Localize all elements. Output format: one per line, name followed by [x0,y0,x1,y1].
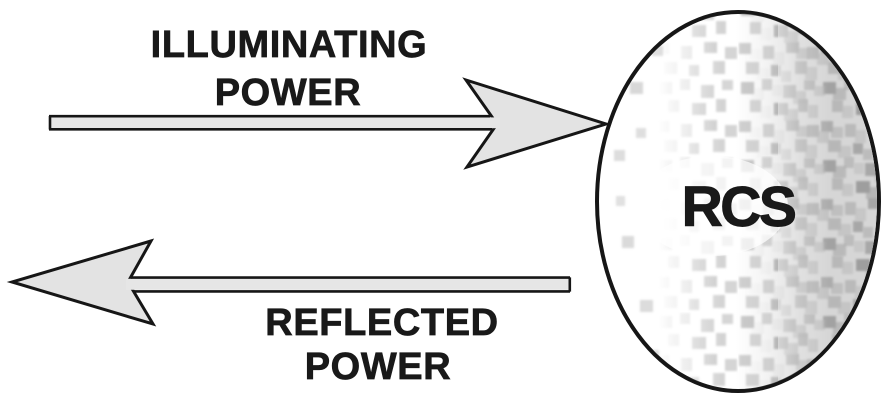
svg-text:RCS: RCS [682,175,795,239]
svg-text:POWER: POWER [215,72,362,114]
svg-text:REFLECTED: REFLECTED [265,302,498,344]
svg-text:ILLUMINATING: ILLUMINATING [151,24,428,66]
svg-text:POWER: POWER [305,346,452,388]
